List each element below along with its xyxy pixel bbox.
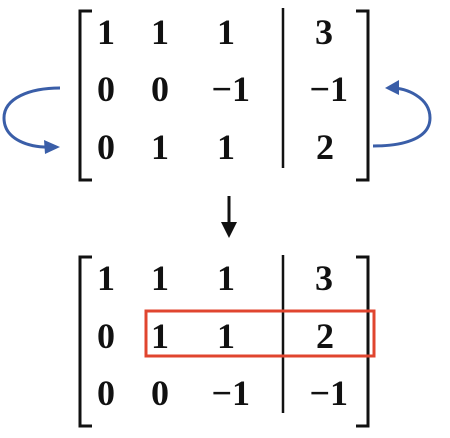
matrix-before: 1 1 1 3 0 0 −1 −1 0 1 1 2 (78, 8, 370, 182)
matrix-after: 1 1 1 3 0 1 1 2 0 0 −1 −1 (78, 255, 376, 428)
cell: 0 (97, 373, 115, 413)
cell: 1 (217, 258, 235, 298)
cell: 1 (97, 12, 115, 52)
cell: 0 (97, 69, 115, 109)
cell: 0 (151, 69, 169, 109)
cell: 0 (97, 316, 115, 356)
cell: −1 (211, 69, 250, 109)
right-bracket (356, 9, 370, 182)
left-bracket (78, 255, 92, 428)
right-bracket (356, 255, 370, 428)
cell: 1 (217, 127, 235, 167)
cell: 1 (151, 316, 169, 356)
cell: 1 (97, 258, 115, 298)
cell: 1 (217, 12, 235, 52)
cell: −1 (309, 373, 348, 413)
cell: −1 (211, 373, 250, 413)
cell: 1 (151, 127, 169, 167)
cell: 1 (217, 316, 235, 356)
cell: 1 (151, 258, 169, 298)
curved-arrow-icon (2, 86, 61, 154)
cell: 3 (315, 258, 333, 298)
cell: 2 (316, 316, 334, 356)
cell: 3 (315, 12, 333, 52)
cell: 1 (151, 12, 169, 52)
cell: 0 (151, 373, 169, 413)
highlight-box (144, 309, 376, 358)
cell: 0 (97, 127, 115, 167)
curved-arrow-icon (372, 80, 432, 148)
down-arrow-icon (221, 196, 237, 238)
left-bracket (78, 9, 92, 182)
cell: −1 (309, 69, 348, 109)
cell: 2 (316, 127, 334, 167)
